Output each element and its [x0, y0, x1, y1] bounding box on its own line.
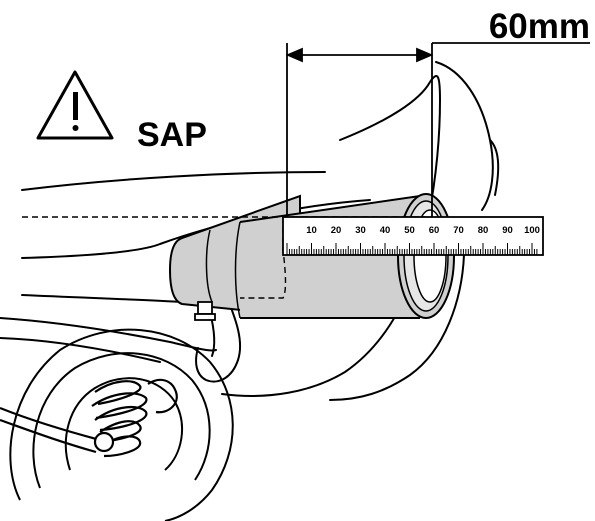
ruler-tick-label: 60	[429, 225, 440, 236]
hub-icon	[93, 431, 115, 453]
exhaust-muffler	[168, 193, 455, 321]
ruler-tick-label: 70	[453, 225, 464, 236]
ruler-tick-label: 30	[355, 225, 366, 236]
rear-wheel	[9, 328, 234, 521]
ruler-tick-label: 90	[502, 225, 513, 236]
warning-triangle-icon	[36, 70, 114, 140]
measurement-ruler: 10 20 30 40 50 60 70 80 90 100	[282, 216, 544, 256]
arrow-right-icon	[416, 47, 434, 63]
ruler-tick-label: 100	[524, 225, 540, 236]
sap-label: SAP	[137, 116, 207, 154]
arrow-left-icon	[285, 47, 303, 63]
ruler-tick-label: 40	[380, 225, 391, 236]
dimension-label: 60mm	[489, 7, 590, 46]
scooter-body	[0, 61, 500, 401]
ruler-tick-label: 80	[478, 225, 489, 236]
suspension-spring	[0, 378, 178, 458]
ruler-tick-label: 10	[306, 225, 317, 236]
dimension-indicator	[285, 42, 590, 217]
mount-bolt-icon	[197, 301, 213, 315]
ruler-tick-label: 50	[404, 225, 415, 236]
ruler-tick-label: 20	[331, 225, 342, 236]
